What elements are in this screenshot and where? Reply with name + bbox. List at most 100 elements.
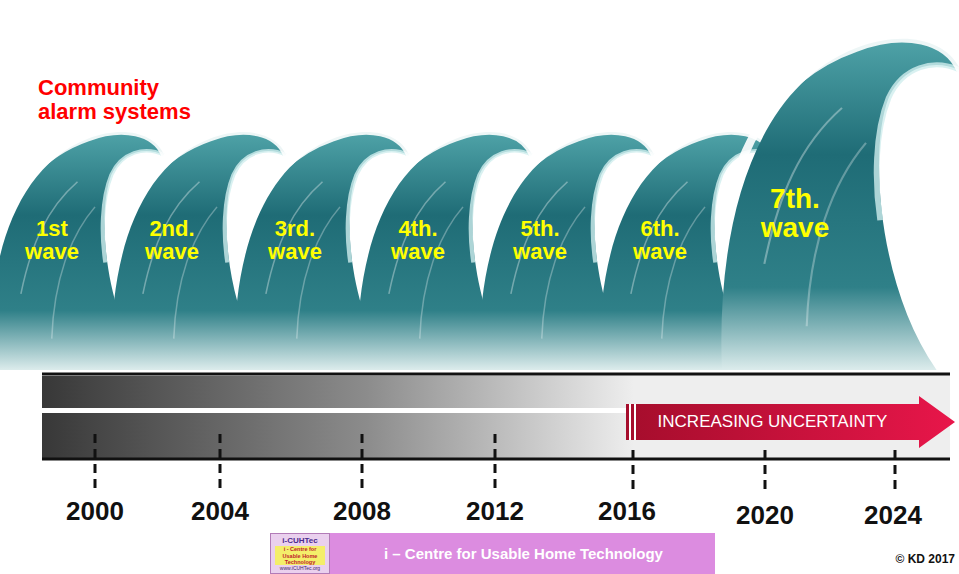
timeline-band <box>42 376 634 408</box>
timeline-band <box>42 413 634 458</box>
wave-label: 6th. wave <box>627 217 693 263</box>
year-tick <box>632 450 635 494</box>
wave-spray <box>438 136 443 140</box>
wave-spray <box>356 120 361 124</box>
wave-spray <box>50 148 54 152</box>
wave-spray <box>479 120 484 124</box>
wave-label: 4th. wave <box>385 217 451 263</box>
wave-body <box>721 39 959 370</box>
year-label: 2020 <box>736 501 794 530</box>
wave-spray <box>376 122 382 127</box>
label-holder: © KD 2017 <box>895 553 955 566</box>
wave-spray <box>700 127 706 132</box>
wave-spray <box>394 129 398 133</box>
wave-spray <box>859 32 867 39</box>
wave-spray <box>888 22 895 28</box>
wave-label: 3rd. wave <box>262 217 328 263</box>
wave-spray <box>70 136 75 140</box>
wave-spray <box>939 34 945 39</box>
wave-spray <box>734 116 737 119</box>
wave-spray <box>335 127 341 132</box>
uncertainty-arrow: INCREASING UNCERTAINTY <box>626 396 955 448</box>
year-tick <box>894 450 897 494</box>
wave-spray <box>458 127 464 132</box>
diagram-heading: Community alarm systems <box>38 76 213 124</box>
wave-spray <box>295 148 299 152</box>
year-tick <box>94 434 97 494</box>
wave-spray <box>192 136 197 140</box>
wave-spray <box>212 127 218 132</box>
year-label: 2004 <box>191 497 249 526</box>
wave-spray <box>540 148 544 152</box>
wave-spray <box>906 16 911 20</box>
wave-spray <box>253 122 259 127</box>
wave-foam <box>730 39 959 195</box>
wave-illustration <box>722 8 959 370</box>
wave-spray <box>804 60 810 65</box>
wave-spray <box>492 116 495 119</box>
label-holder: 2008 <box>333 497 391 526</box>
label-holder: Community alarm systems <box>38 76 213 124</box>
wave-label: 2nd. wave <box>139 217 205 263</box>
wave-spray <box>172 148 176 152</box>
wave-spray <box>639 129 643 133</box>
wave-spray <box>580 127 586 132</box>
label-holder: 2000 <box>66 497 124 526</box>
logo-url: www.iCUHTec.org <box>274 566 326 572</box>
wave-shape: 7th. wave <box>722 8 959 370</box>
wave-spray <box>915 24 923 31</box>
label-holder: 2016 <box>598 497 656 526</box>
wave-spray <box>418 148 422 152</box>
wave-spray <box>831 44 838 50</box>
year-label: 2016 <box>598 497 656 526</box>
banner-label: i – Centre for Usable Home Technology <box>332 533 715 574</box>
wave-spray <box>246 116 249 119</box>
year-label: 2000 <box>66 497 124 526</box>
arrow-stripe <box>629 404 631 440</box>
wave-label: 7th. wave <box>752 184 838 243</box>
wave-spray <box>680 136 685 140</box>
year-tick <box>494 434 497 494</box>
copyright-note: © KD 2017 <box>895 553 955 566</box>
label-holder: 2004 <box>191 497 249 526</box>
centre-banner: i – Centre for Usable Home Technologyi-C… <box>270 533 715 574</box>
wave-spray <box>90 127 96 132</box>
wave-spray <box>660 148 664 152</box>
wave-spray <box>149 129 153 133</box>
wave-spray <box>601 120 606 124</box>
logo-name: i-CUHTec <box>274 536 326 545</box>
year-tick <box>219 434 222 494</box>
wave-spray <box>517 129 521 133</box>
wave-label: 5th. wave <box>507 217 573 263</box>
timeline-ground <box>42 375 950 458</box>
label-holder: 2020 <box>736 501 794 530</box>
label-holder: 2012 <box>466 497 524 526</box>
logo-caption: i - Centre for Usable Home Technology <box>275 546 325 565</box>
arrow-body <box>626 396 955 448</box>
arrow-stripe <box>634 404 636 440</box>
timeline-rule <box>42 373 950 376</box>
timeline-stripe <box>42 408 634 413</box>
year-tick <box>764 450 767 494</box>
wave-spray <box>233 120 238 124</box>
year-label: 2012 <box>466 497 524 526</box>
wave-spray <box>369 116 372 119</box>
year-ticks <box>95 434 895 494</box>
wave-spray <box>560 136 565 140</box>
wave-spray <box>614 116 617 119</box>
wave-spray <box>499 122 505 127</box>
wave-spray <box>621 122 627 127</box>
wave-spray <box>741 122 747 127</box>
wave-spray <box>271 129 275 133</box>
label-holder: 2024 <box>864 501 922 530</box>
year-label: 2024 <box>864 501 922 530</box>
wave-spray <box>315 136 320 140</box>
centre-logo: i-CUHTeci - Centre for Usable Home Techn… <box>270 533 330 574</box>
year-label: 2008 <box>333 497 391 526</box>
wave-lip <box>877 65 959 220</box>
arrow-label: INCREASING UNCERTAINTY <box>626 404 919 440</box>
wave-label: 1st wave <box>19 217 85 263</box>
year-tick <box>361 434 364 494</box>
wave-spray <box>721 120 726 124</box>
